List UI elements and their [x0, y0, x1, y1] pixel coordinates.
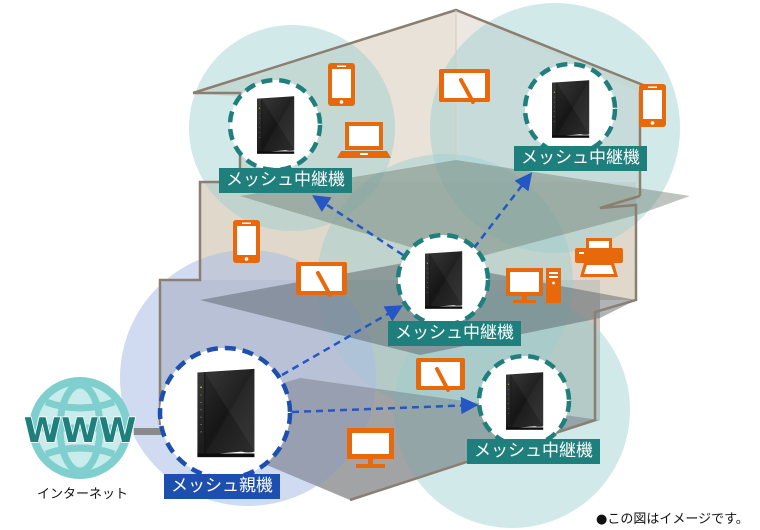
link-parent-to-relay-bottom-right	[291, 396, 479, 415]
relay-label-top-left: メッシュ中継機	[219, 168, 352, 193]
parent-label: メッシュ親機	[164, 474, 280, 499]
relay-node-middle[interactable]	[395, 232, 491, 328]
monitor-icon	[347, 428, 394, 468]
smartphone-icon	[328, 63, 355, 106]
relay-node-top-left[interactable]	[227, 77, 323, 173]
relay-label-middle: メッシュ中継機	[388, 321, 521, 346]
globe-www-text: WWW	[24, 411, 137, 451]
relay-label-bottom-right: メッシュ中継機	[467, 439, 600, 464]
internet-cable	[134, 428, 164, 435]
link-relay-middle-to-relay-top-right	[473, 172, 533, 249]
printer-icon	[575, 238, 623, 277]
floor-slab-top	[240, 160, 690, 262]
tablet-icon	[296, 262, 347, 297]
laptop-icon	[337, 122, 391, 158]
internet-caption: インターネット	[37, 487, 129, 502]
desktop-pc-icon	[506, 268, 561, 303]
smartphone-icon	[233, 220, 260, 263]
relay-node-top-right[interactable]	[522, 61, 618, 157]
house-outline-left-top	[158, 91, 242, 425]
smartphone-icon	[639, 84, 666, 127]
house-outline-right-mid	[349, 194, 641, 502]
parent-node[interactable]	[157, 345, 293, 481]
image-disclaimer-note: ●この図はイメージです。	[596, 512, 749, 527]
internet-globe-icon: WWW	[23, 377, 137, 479]
mesh-links	[281, 172, 533, 415]
relay-node-bottom-right[interactable]	[476, 353, 572, 449]
relay-label-top-right: メッシュ中継機	[514, 146, 647, 171]
link-relay-middle-to-relay-top-left	[312, 195, 404, 257]
link-parent-to-relay-middle	[281, 305, 404, 377]
client-devices	[233, 63, 666, 468]
tablet-icon	[439, 69, 490, 104]
tablet-icon	[416, 358, 465, 392]
